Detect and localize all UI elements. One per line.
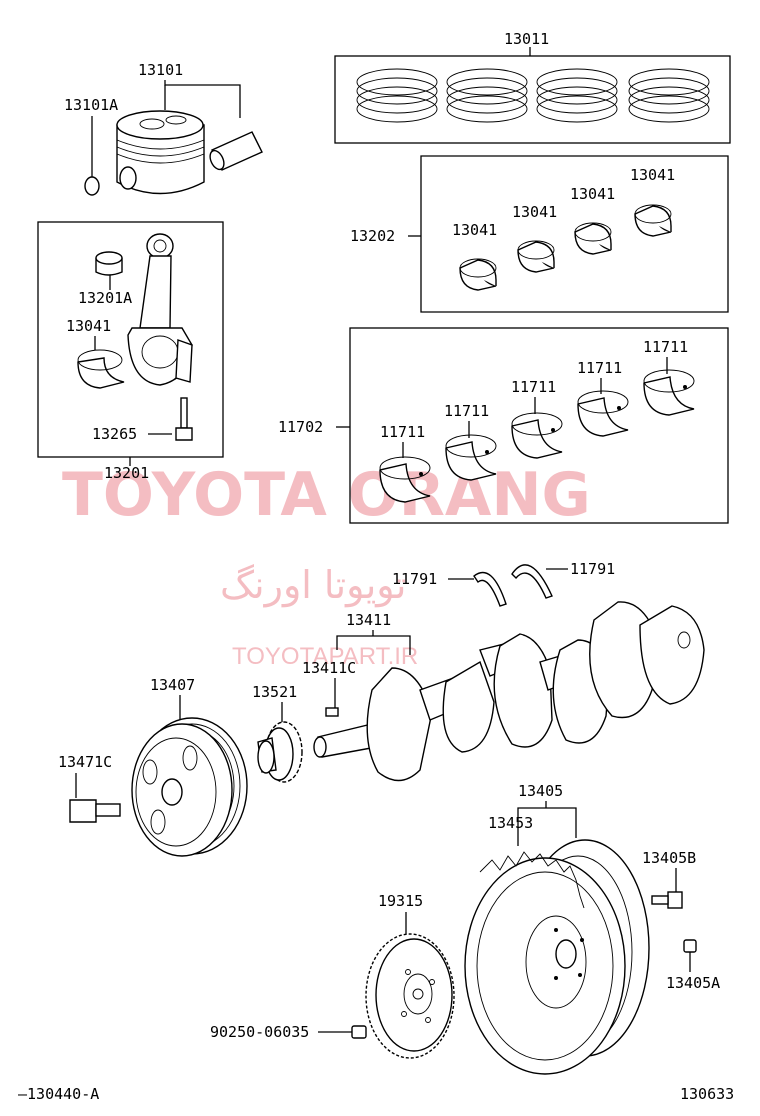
ring-stack-2 <box>446 68 528 123</box>
label-13405: 13405 <box>518 782 563 800</box>
label-11711-c: 11711 <box>511 378 556 396</box>
label-13202: 13202 <box>350 227 395 245</box>
label-19315: 19315 <box>378 892 423 910</box>
label-11711-e: 11711 <box>643 338 688 356</box>
figure-code-left: —130440-A <box>18 1085 99 1103</box>
piston-ring-set: 13011 <box>334 30 731 144</box>
connecting-rod <box>127 233 193 386</box>
label-11791-left: 11791 <box>392 570 437 588</box>
label-13041-rod: 13041 <box>66 317 111 335</box>
label-13041-d: 13041 <box>630 166 675 184</box>
main-bearing-3 <box>511 412 563 459</box>
label-13521: 13521 <box>252 683 297 701</box>
label-13041-a: 13041 <box>452 221 497 239</box>
ring-stack-4 <box>628 68 710 123</box>
label-90250-06035: 90250-06035 <box>210 1023 309 1041</box>
ring-stack-1 <box>356 68 438 123</box>
bearing-shell-4 <box>634 204 672 237</box>
main-bearing-set: 11702 11711 11711 11711 11711 11711 <box>278 327 729 524</box>
crankshaft-pulley <box>131 717 248 857</box>
bearing-shell-2 <box>517 240 555 273</box>
ring-stack-3 <box>536 68 618 123</box>
figure-code-right: 130633 <box>680 1085 734 1103</box>
crank-key <box>325 707 339 717</box>
crankshaft-timing-gear-assembly: 13521 <box>252 683 303 783</box>
thrust-washer-left <box>473 571 507 607</box>
label-11711-d: 11711 <box>577 359 622 377</box>
label-13265: 13265 <box>92 425 137 443</box>
pulley-bolt <box>69 799 121 823</box>
connecting-rod-set: 13201 13201A 13041 13265 <box>37 221 224 482</box>
flywheel <box>464 839 650 1075</box>
watermark-brand: TOYOTA ORANG <box>62 460 591 530</box>
rod-bearing-set: 13202 13041 13041 13041 13041 <box>350 155 729 313</box>
rod-bearing <box>77 349 125 389</box>
label-11791-right: 11791 <box>570 560 615 578</box>
label-13405b: 13405B <box>642 849 696 867</box>
main-bearing-5 <box>643 369 695 416</box>
timing-sprocket <box>257 721 303 783</box>
watermark-persian: تویوتا اورنگ <box>220 563 407 608</box>
main-bearing-2 <box>445 434 497 481</box>
crankshaft-pulley-assembly: 13407 13471C <box>58 676 248 857</box>
label-13411: 13411 <box>346 611 391 629</box>
small-end-bushing <box>95 251 123 276</box>
crankshaft <box>313 601 705 782</box>
thrust-washers: 11791 11791 <box>392 560 615 607</box>
drive-plate-assembly: 19315 90250-06035 <box>210 892 455 1059</box>
dowel-pin <box>683 939 697 953</box>
label-13453: 13453 <box>488 814 533 832</box>
main-bearing-1 <box>379 456 431 503</box>
bearing-shell-3 <box>574 222 612 255</box>
drive-plate <box>365 933 455 1059</box>
piston <box>116 110 205 195</box>
label-13041-b: 13041 <box>512 203 557 221</box>
flywheel-assembly: 13405 13453 13405B 13405A <box>464 782 720 1075</box>
label-13405a: 13405A <box>666 974 720 992</box>
label-11711-b: 11711 <box>444 402 489 420</box>
label-13471c: 13471C <box>58 753 112 771</box>
bearing-shell-1 <box>459 258 497 291</box>
label-13201a: 13201A <box>78 289 132 307</box>
label-13201: 13201 <box>104 464 149 482</box>
label-13101a: 13101A <box>64 96 118 114</box>
label-13101: 13101 <box>138 61 183 79</box>
label-13407: 13407 <box>150 676 195 694</box>
main-bearing-frame <box>349 327 729 524</box>
label-11702: 11702 <box>278 418 323 436</box>
flywheel-bolt <box>651 891 683 909</box>
watermark-url: TOYOTAPART.IR <box>232 643 418 670</box>
label-13411c: 13411C <box>302 659 356 677</box>
drive-plate-spacer <box>351 1025 367 1039</box>
thrust-washer-right <box>511 564 553 599</box>
ring-set-frame <box>334 55 731 144</box>
label-11711-a: 11711 <box>380 423 425 441</box>
crankshaft-assembly: 13411 13411C <box>302 601 705 782</box>
rod-bolt <box>175 397 193 441</box>
piston-assembly: 13101 13101A <box>64 61 263 196</box>
label-13041-c: 13041 <box>570 185 615 203</box>
snap-ring <box>84 176 100 196</box>
main-bearing-4 <box>577 390 629 437</box>
piston-pin <box>209 131 263 171</box>
ring-gear-teeth <box>479 851 585 909</box>
label-13011: 13011 <box>504 30 549 48</box>
watermark: TOYOTA ORANG تویوتا اورنگ TOYOTAPART.IR <box>62 460 591 670</box>
